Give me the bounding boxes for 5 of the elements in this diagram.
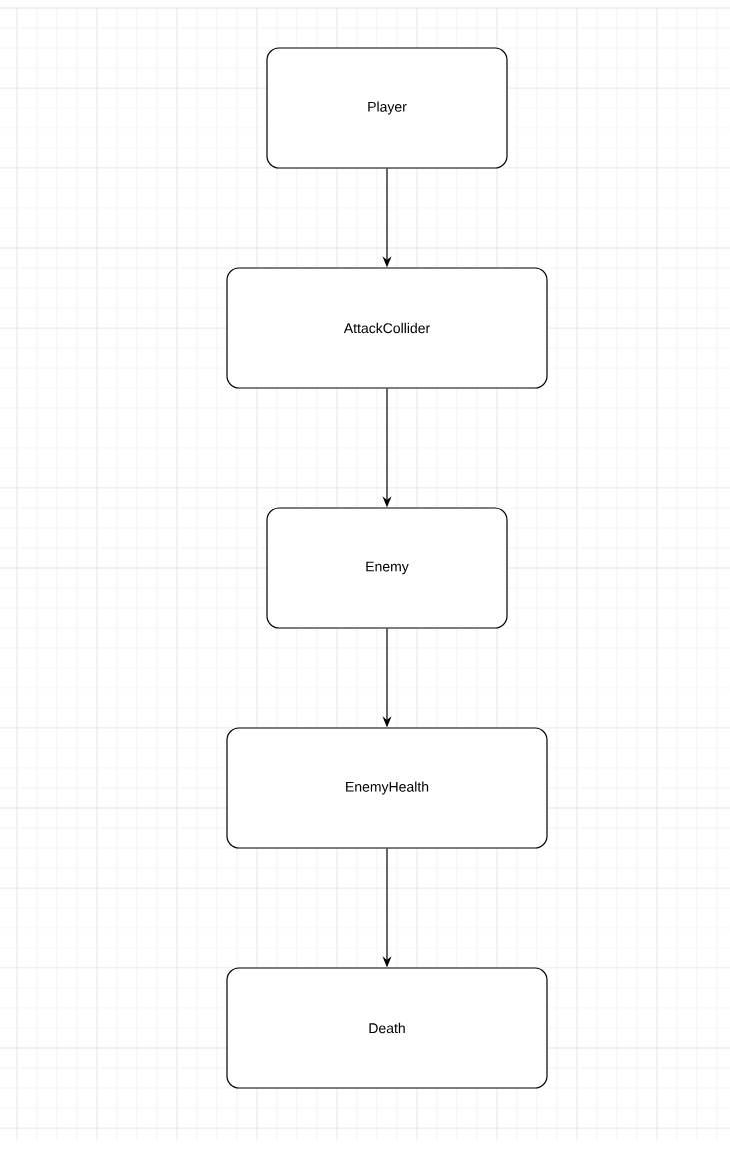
process-box: EnemyHealth (226, 727, 548, 849)
process-box: Player (266, 47, 508, 169)
process-box: AttackCollider (226, 267, 548, 389)
process-box: Enemy (266, 507, 508, 629)
process-box: Death (226, 967, 548, 1089)
